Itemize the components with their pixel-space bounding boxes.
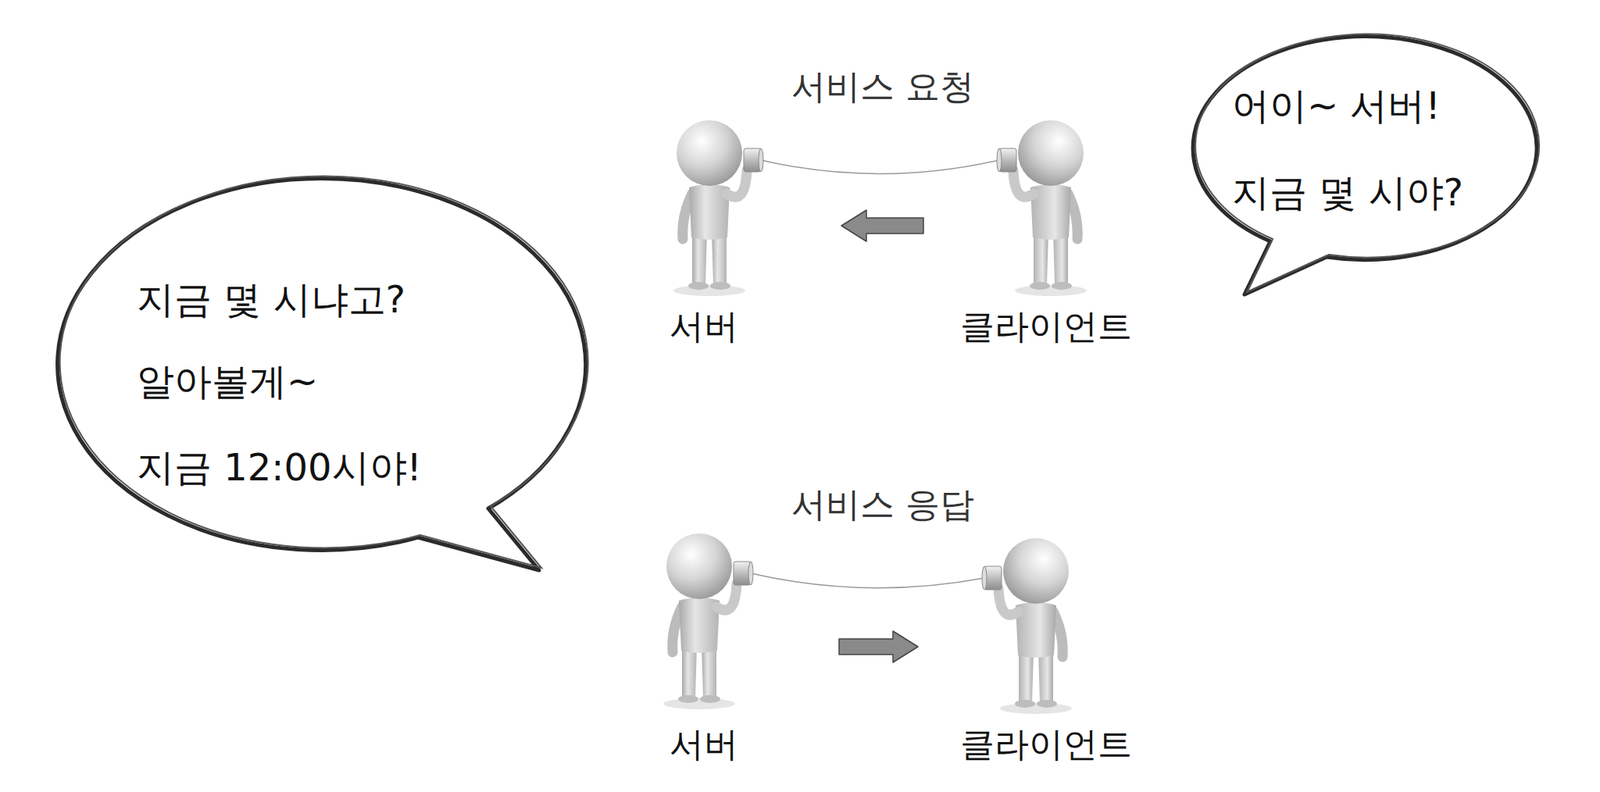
section-title: 서비스 요청 <box>791 66 975 108</box>
bubble-stroke <box>57 178 586 571</box>
figure-label: 서버 <box>669 306 739 348</box>
speech-text: 알아볼게~ <box>136 359 318 405</box>
server-figure <box>676 120 764 290</box>
direction-arrow <box>841 210 924 242</box>
speech-text: 어이~ 서버! <box>1232 83 1441 129</box>
section-title: 서비스 응답 <box>791 484 975 526</box>
client-figure <box>996 120 1084 290</box>
tin-can-string <box>760 160 1000 175</box>
server-figure-node: 서버 <box>656 531 840 771</box>
server-figure <box>666 533 754 704</box>
client-figure-node: 클라이언트 <box>917 531 1149 771</box>
request-scene <box>673 120 1087 297</box>
speech-text: 지금 몇 시냐고? <box>136 277 406 323</box>
speech-text: 지금 12:00시야! <box>136 445 422 491</box>
speech-bubble: 지금 몇 시냐고? 알아볼게~ 지금 12:00시야! <box>50 173 590 580</box>
client-figure-node: 클라이언트 <box>923 109 1149 353</box>
bubble-sketch-stroke <box>60 175 589 568</box>
direction-arrow <box>839 631 918 663</box>
figure-label: 클라이언트 <box>960 306 1133 348</box>
speech-bubble: 어이~ 서버! 지금 몇 시야? <box>1183 30 1541 300</box>
client-figure <box>982 538 1069 708</box>
speech-text: 지금 몇 시야? <box>1232 170 1464 216</box>
bubble-stroke <box>1192 36 1537 295</box>
bubble-outline <box>1183 30 1541 300</box>
bubble-outline <box>50 173 590 580</box>
bubble-sketch-stroke <box>1195 34 1540 293</box>
figure-label: 클라이언트 <box>960 724 1133 766</box>
tin-can-string <box>750 573 985 589</box>
response-scene <box>663 533 1072 715</box>
figure-label: 서버 <box>669 724 739 766</box>
server-figure-node: 서버 <box>656 109 842 353</box>
